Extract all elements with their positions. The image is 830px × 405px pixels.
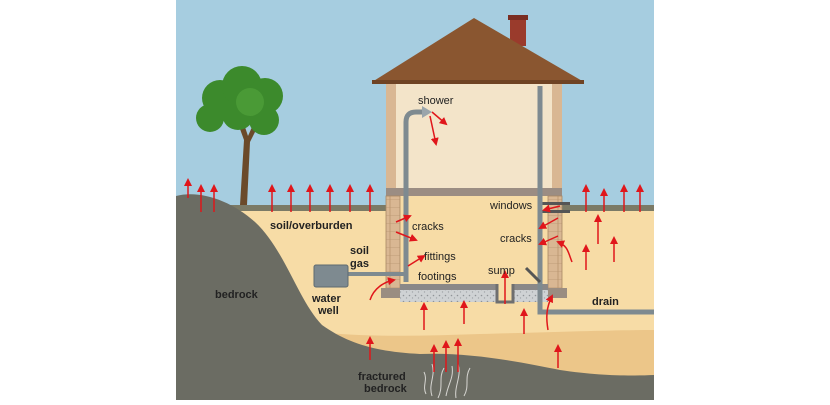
house-upper-wall bbox=[386, 80, 562, 192]
floor-joist bbox=[386, 188, 562, 196]
tree bbox=[196, 66, 283, 205]
label-sump: sump bbox=[488, 265, 515, 277]
upper-wall-right bbox=[552, 80, 562, 192]
soil-gas-arrows bbox=[184, 111, 644, 372]
footing-right bbox=[543, 288, 567, 298]
label-soil-gas-2: gas bbox=[350, 258, 369, 270]
label-soil-overburden: soil/overburden bbox=[270, 220, 353, 232]
window-frame-bottom bbox=[542, 210, 570, 213]
floor-slab-right bbox=[513, 284, 548, 290]
label-drain: drain bbox=[592, 296, 619, 308]
roof bbox=[372, 18, 584, 82]
arrow bbox=[431, 111, 448, 126]
label-windows: windows bbox=[489, 200, 533, 212]
label-cracks-right: cracks bbox=[500, 233, 532, 245]
arrow bbox=[395, 231, 418, 242]
arrow bbox=[545, 294, 553, 331]
water-well-tank bbox=[313, 264, 349, 288]
arrow bbox=[538, 235, 559, 246]
plumbing bbox=[313, 86, 654, 315]
arrow bbox=[395, 214, 412, 223]
footing-left bbox=[381, 288, 405, 298]
floor-slab-left bbox=[400, 284, 497, 290]
upper-wall-left bbox=[386, 80, 396, 192]
label-fittings: fittings bbox=[424, 251, 456, 263]
arrow bbox=[369, 277, 396, 301]
bedrock-layer bbox=[176, 194, 654, 400]
shower-head bbox=[422, 106, 432, 118]
label-water-well-2: well bbox=[317, 305, 339, 317]
arrow bbox=[429, 115, 439, 146]
window-frame-top bbox=[542, 202, 570, 205]
basement-floor bbox=[381, 284, 567, 304]
label-cracks-left: cracks bbox=[412, 221, 444, 233]
label-bedrock: bedrock bbox=[215, 289, 259, 301]
label-fractured-bedrock-2: bedrock bbox=[364, 383, 408, 395]
label-water-well-1: water bbox=[311, 293, 341, 305]
drain-stack bbox=[537, 86, 654, 315]
label-fractured-bedrock-1: fractured bbox=[358, 371, 406, 383]
basement-interior bbox=[400, 196, 548, 288]
arrow bbox=[538, 217, 559, 229]
rock-fractures bbox=[423, 363, 471, 399]
label-shower: shower bbox=[418, 95, 454, 107]
roof-eave bbox=[372, 80, 584, 84]
arrow bbox=[407, 254, 426, 267]
label-soil-gas-1: soil bbox=[350, 245, 369, 257]
house bbox=[372, 15, 584, 293]
gravel-bed-right bbox=[513, 290, 548, 302]
sump-pipe bbox=[524, 266, 542, 284]
gravel-bed-left bbox=[400, 290, 497, 302]
chimney bbox=[510, 18, 526, 46]
shower-pipe bbox=[403, 109, 424, 282]
foundation-wall-left bbox=[385, 195, 401, 293]
arrow bbox=[542, 204, 561, 213]
label-footings: footings bbox=[418, 271, 457, 283]
arrow bbox=[556, 240, 573, 263]
labels: shower windows cracks cracks fittings fo… bbox=[215, 95, 619, 395]
